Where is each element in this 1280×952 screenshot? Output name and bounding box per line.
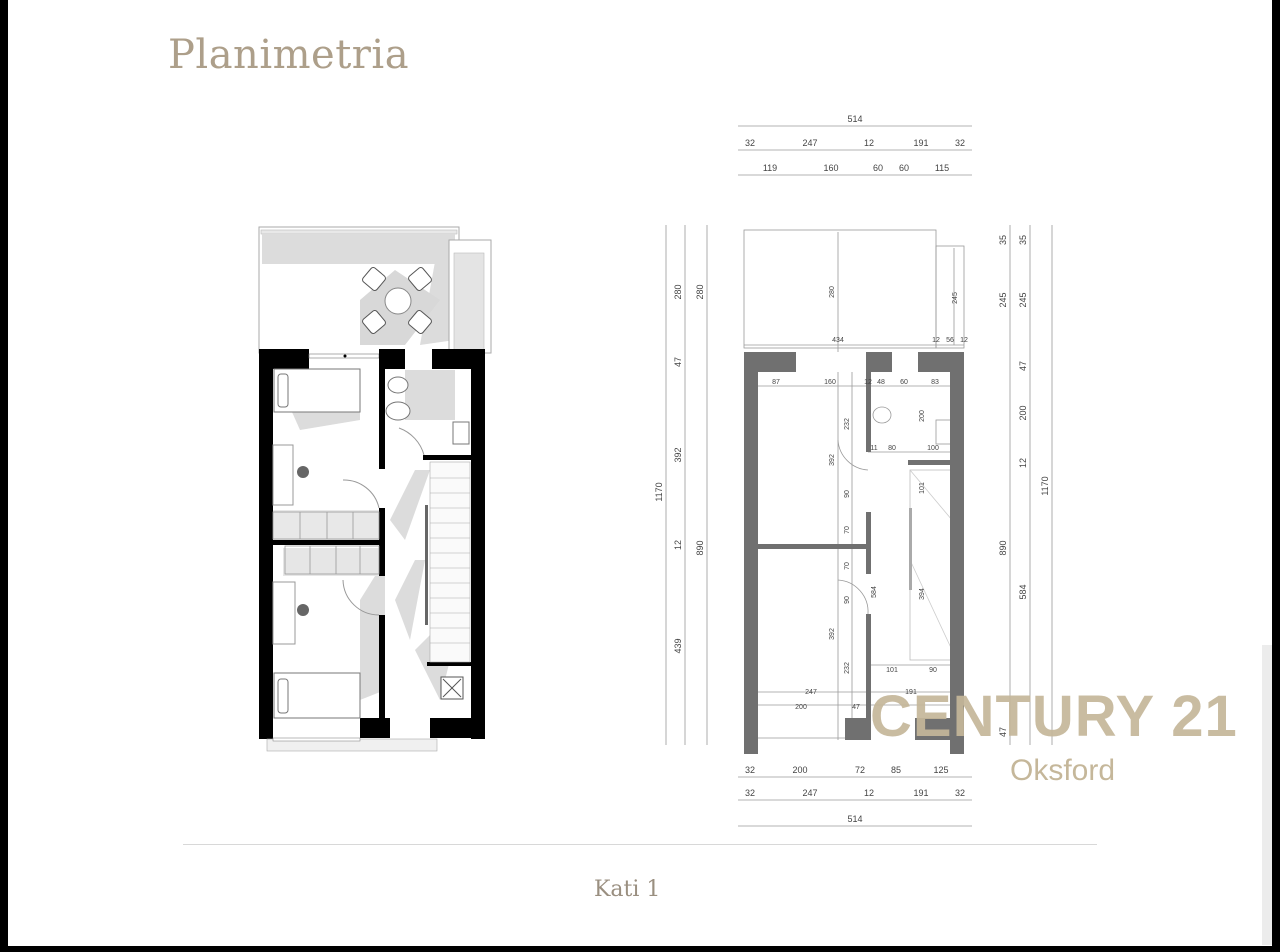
svg-text:280: 280 [695,284,705,299]
svg-text:584: 584 [1018,584,1028,599]
svg-text:115: 115 [935,163,949,173]
svg-text:100: 100 [927,445,939,452]
svg-text:584: 584 [871,586,878,598]
svg-text:247: 247 [802,788,817,798]
furnished-floor-plan [258,226,492,752]
svg-text:101: 101 [886,667,898,674]
svg-text:60: 60 [900,379,908,386]
svg-text:160: 160 [824,379,836,386]
century21-logo: CENTURY 21 [870,684,1238,749]
svg-text:12: 12 [960,337,968,344]
svg-text:80: 80 [888,445,896,452]
svg-text:200: 200 [1018,405,1028,420]
svg-text:12: 12 [1018,458,1028,468]
svg-text:87: 87 [772,379,780,386]
svg-text:890: 890 [695,540,705,555]
svg-text:392: 392 [829,628,836,640]
svg-text:32: 32 [745,765,755,775]
svg-text:514: 514 [847,814,862,824]
svg-text:32: 32 [955,788,965,798]
page-title: Planimetria [168,32,410,78]
svg-text:47: 47 [852,704,860,711]
svg-text:56: 56 [946,337,954,344]
svg-text:70: 70 [844,562,851,570]
svg-text:12: 12 [864,788,874,798]
svg-text:232: 232 [844,418,851,430]
svg-text:12: 12 [864,379,872,386]
svg-text:191: 191 [905,689,917,696]
svg-text:245: 245 [998,292,1008,307]
svg-text:439: 439 [673,638,683,653]
svg-text:191: 191 [913,138,928,148]
svg-text:280: 280 [829,286,836,298]
svg-text:392: 392 [829,454,836,466]
svg-text:125: 125 [933,765,948,775]
svg-text:35: 35 [998,235,1008,245]
floor-label: Kati 1 [594,877,661,902]
svg-text:280: 280 [673,284,683,299]
svg-text:83: 83 [931,379,939,386]
svg-text:245: 245 [952,292,959,304]
svg-text:32: 32 [955,138,965,148]
svg-text:35: 35 [1018,235,1028,245]
svg-text:32: 32 [745,788,755,798]
svg-text:60: 60 [873,163,883,173]
svg-text:245: 245 [1018,292,1028,307]
dining-set-icon [360,267,440,345]
scrollbar[interactable] [1262,645,1272,945]
svg-text:232: 232 [844,662,851,674]
svg-text:160: 160 [823,163,838,173]
svg-text:890: 890 [998,540,1008,555]
svg-text:72: 72 [855,765,865,775]
svg-text:119: 119 [763,163,777,173]
svg-text:12: 12 [673,540,683,550]
svg-text:47: 47 [998,727,1008,737]
svg-text:392: 392 [673,447,683,462]
svg-text:434: 434 [832,337,844,344]
svg-text:200: 200 [795,704,807,711]
svg-text:70: 70 [844,526,851,534]
technical-floor-plan: 514 32 247 12 191 32 119 160 60 60 115 3… [654,114,1053,827]
svg-text:200: 200 [919,410,926,422]
svg-text:247: 247 [802,138,817,148]
floor-plan-page: Planimetria [8,0,1272,946]
svg-text:11: 11 [870,445,877,452]
svg-text:101: 101 [919,482,926,494]
svg-text:85: 85 [891,765,901,775]
svg-text:48: 48 [877,379,885,386]
svg-text:32: 32 [745,138,755,148]
svg-text:247: 247 [805,689,817,696]
svg-text:60: 60 [899,163,909,173]
svg-text:1170: 1170 [1040,476,1050,495]
svg-text:191: 191 [913,788,928,798]
svg-text:394: 394 [919,588,926,600]
svg-text:12: 12 [864,138,874,148]
svg-text:200: 200 [792,765,807,775]
svg-text:47: 47 [1018,361,1028,371]
svg-text:1170: 1170 [654,482,664,501]
svg-text:47: 47 [673,357,683,367]
svg-text:12: 12 [932,337,940,344]
divider [183,844,1097,845]
svg-text:90: 90 [844,490,851,498]
svg-text:90: 90 [929,667,937,674]
office-name: Oksford [1010,754,1116,787]
dim-top-overall: 514 [847,114,862,124]
svg-text:90: 90 [844,596,851,604]
